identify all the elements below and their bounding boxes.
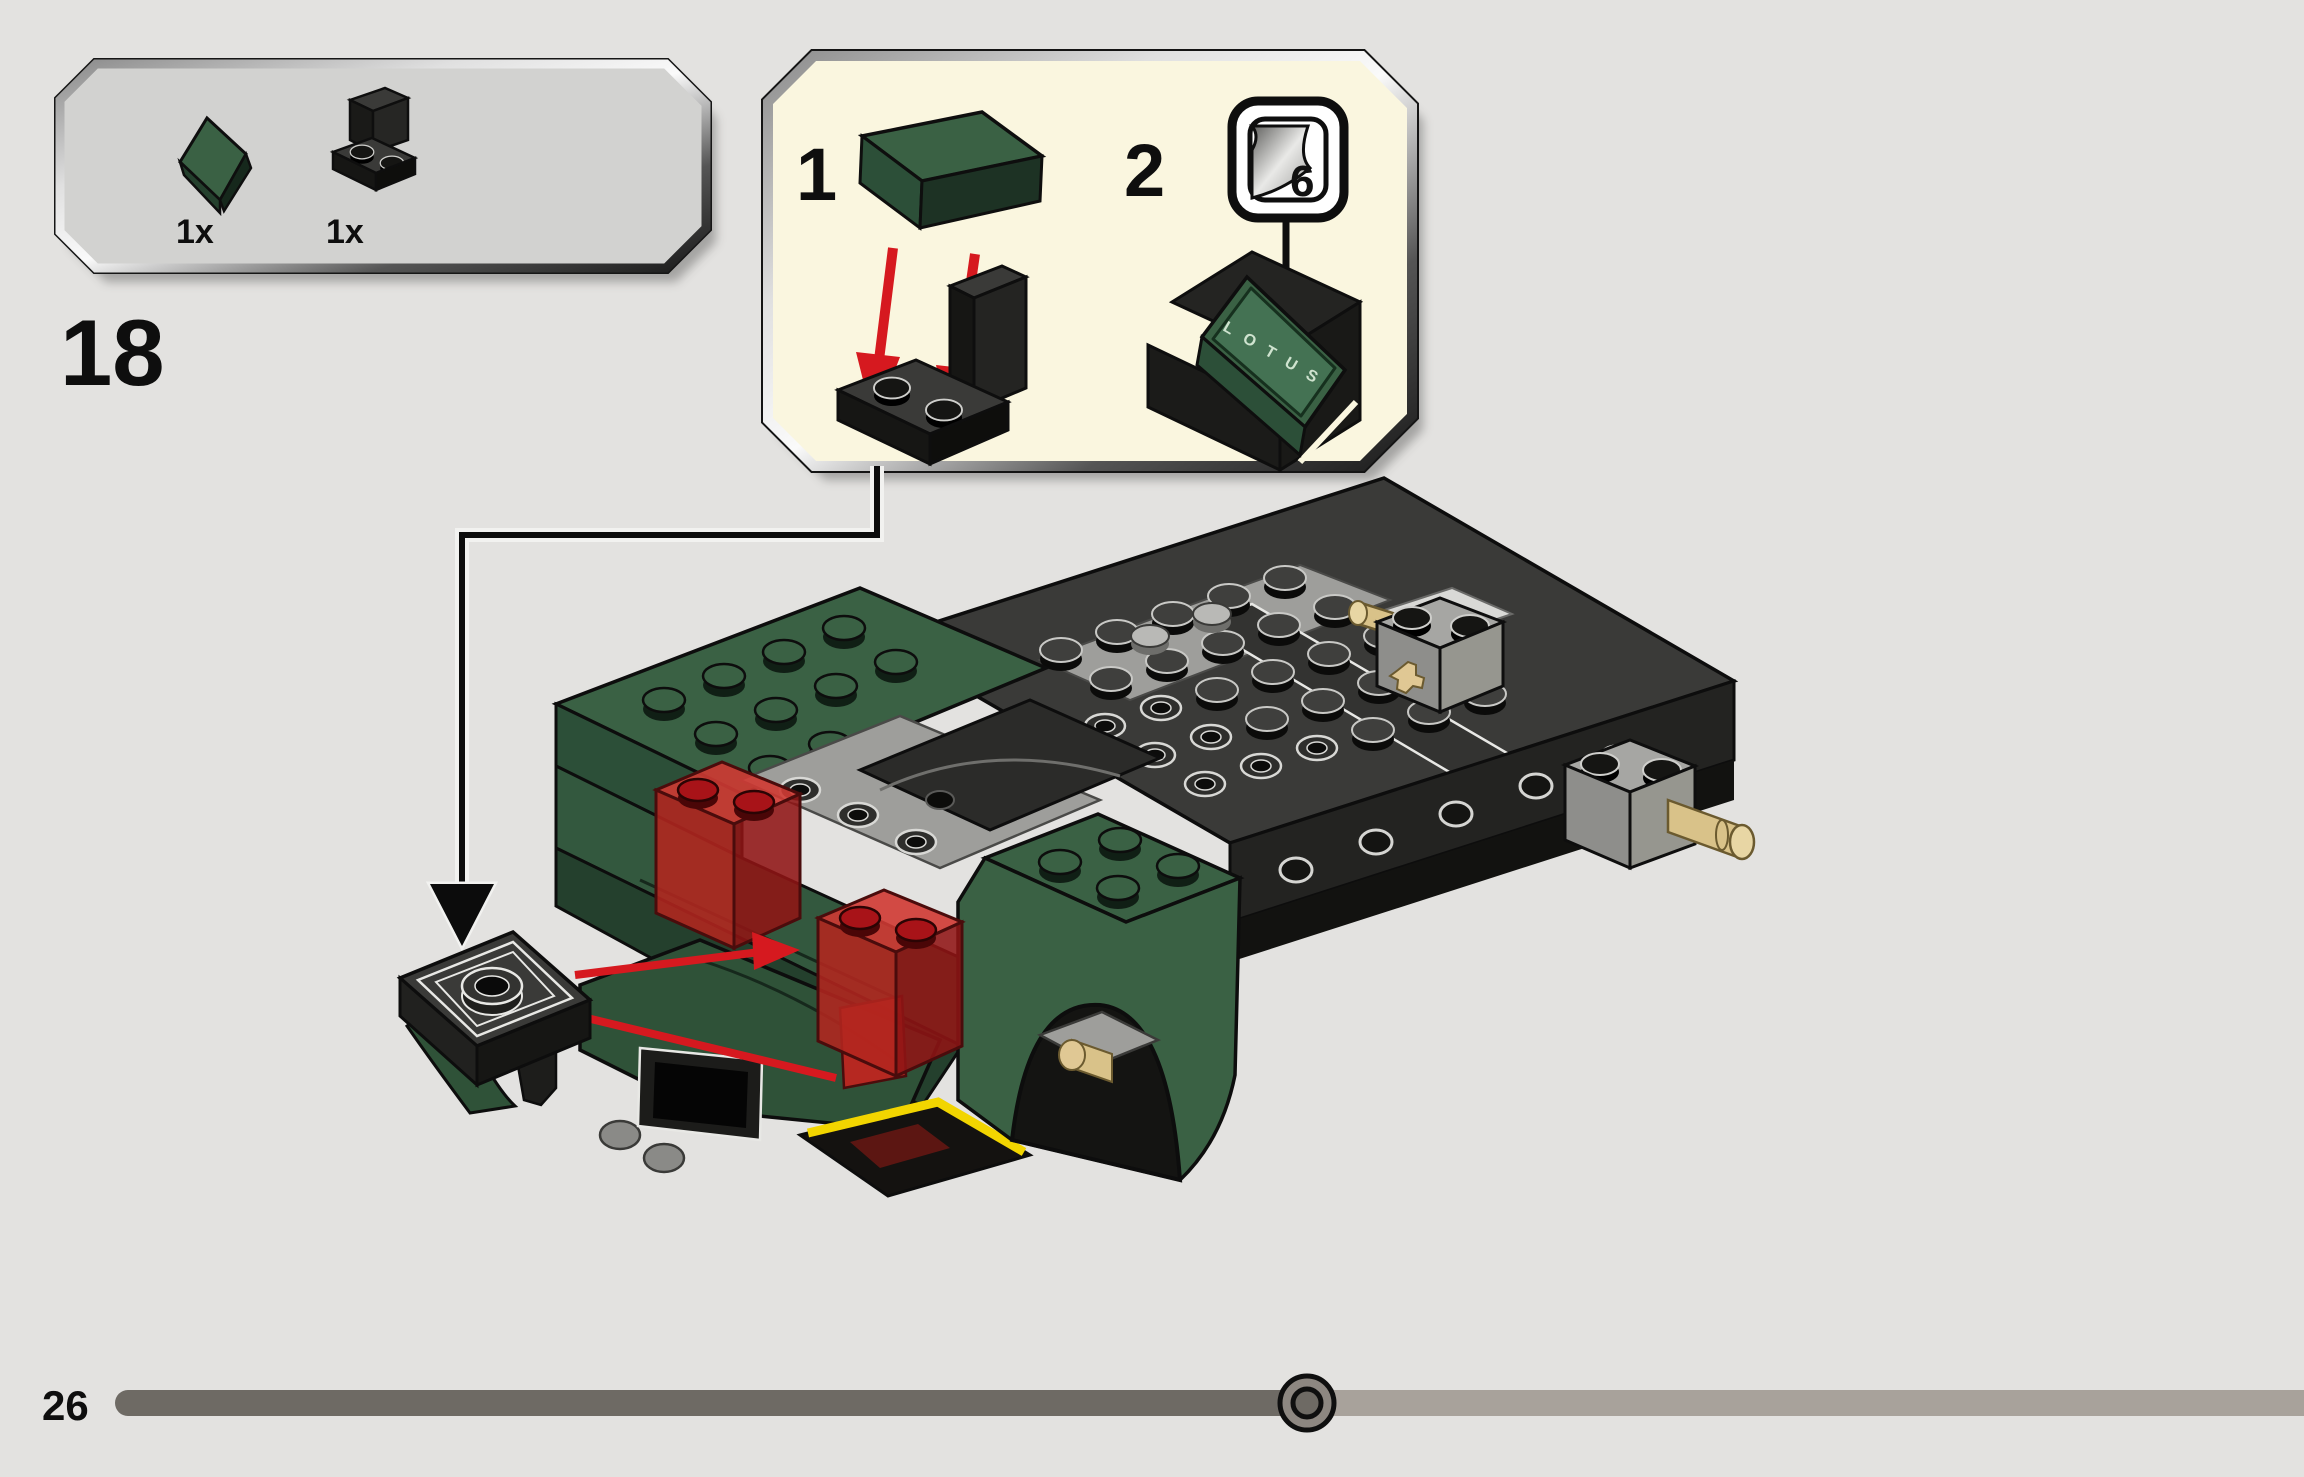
substep-2-lotus-assembly: LOTUS	[1146, 250, 1364, 473]
wheel-arch	[956, 812, 1245, 1183]
diffuser-sticker	[796, 1097, 1034, 1198]
rear-grille-opening	[653, 1062, 748, 1128]
parts-panel: 1x 1x	[54, 58, 716, 282]
loose-bracket-piece	[396, 929, 594, 1115]
progress-remaining-track[interactable]	[1307, 1390, 2304, 1416]
trans-red-stack-left	[652, 760, 804, 951]
exhaust-cylinder-1	[598, 1119, 642, 1151]
footer: 26	[42, 1373, 2304, 1433]
sticker-peel-icon	[1248, 124, 1313, 200]
technic-brick-axle	[1348, 596, 1508, 715]
substep-1: 1	[796, 110, 1047, 467]
progress-slider[interactable]	[115, 1373, 2304, 1433]
part-icon-black-bracket	[329, 86, 419, 193]
red-guide-lines	[561, 932, 837, 1082]
trans-red-stack-right	[814, 888, 966, 1079]
part-qty-2: 1x	[326, 213, 364, 251]
exhaust-cylinder-2	[642, 1142, 686, 1174]
tan-axle-cross	[1388, 660, 1426, 695]
sticker-number: 6	[1290, 157, 1314, 206]
mount-recess-hole	[925, 790, 955, 810]
part-icon-green-slope	[177, 115, 253, 217]
substep-callout: 1	[761, 49, 1423, 480]
cowl-and-gray-band	[736, 698, 1164, 870]
red-guide-arrowhead	[752, 932, 800, 970]
bracket-center-hole	[474, 975, 510, 997]
progress-knob-center[interactable]	[1290, 1386, 1324, 1420]
substep-2-label: 2	[1124, 129, 1165, 212]
step-number: 18	[60, 300, 165, 405]
substep-1-black-bracket	[834, 264, 1030, 467]
substep-1-label: 1	[796, 133, 837, 216]
arch-tan-pin	[1058, 1038, 1113, 1084]
tan-pin	[1666, 798, 1756, 861]
model-assembly	[551, 476, 1756, 1198]
progress-filled-track[interactable]	[115, 1390, 1307, 1416]
sticker-badge: 6	[1227, 96, 1349, 298]
technic-brick-pin	[1560, 738, 1756, 871]
page-number: 26	[42, 1382, 89, 1429]
part-qty-1: 1x	[176, 213, 214, 251]
callout-connector-arrow	[425, 466, 884, 952]
rear-bumper	[578, 938, 1034, 1198]
substep-2: 2 6 LOTUS	[1124, 96, 1364, 473]
substep-1-green-slope	[857, 110, 1047, 231]
